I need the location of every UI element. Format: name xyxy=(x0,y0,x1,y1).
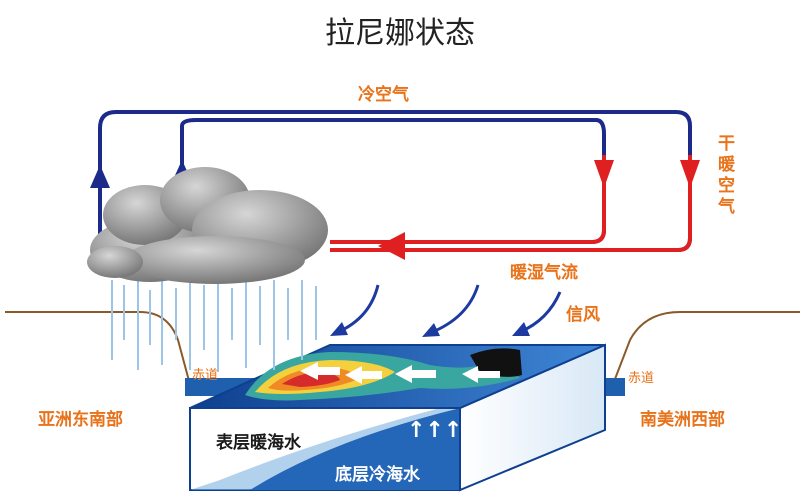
down-arrow-outer xyxy=(680,160,700,188)
dry-warm-air-label: 干暖空气 xyxy=(714,134,734,218)
west-arrow xyxy=(378,232,405,260)
deep-cold-water-area xyxy=(250,408,460,490)
atmospheric-circulation xyxy=(90,110,700,260)
up-arrow-left xyxy=(90,165,110,188)
west-south-america-label: 南美洲西部 xyxy=(640,410,725,430)
warm-moist-flow-label: 暖湿气流 xyxy=(510,263,578,283)
deep-cold-water-label: 底层冷海水 xyxy=(335,465,420,485)
southeast-asia-label: 亚洲东南部 xyxy=(38,410,123,430)
surface-current-arrows xyxy=(300,362,500,384)
diagram-title: 拉尼娜状态 xyxy=(325,16,475,51)
equator-label-right: 赤道 xyxy=(628,371,655,386)
storm-cloud xyxy=(87,167,328,284)
surface-warm-water-label: 表层暖海水 xyxy=(216,433,301,453)
upwelling-arrows: ↑↑↑ xyxy=(407,418,463,443)
equator-label-left: 赤道 xyxy=(192,368,219,383)
cold-air-label: 冷空气 xyxy=(358,85,409,105)
down-arrow-inner xyxy=(594,160,614,188)
trade-wind-label: 信风 xyxy=(566,305,600,325)
rain xyxy=(111,280,317,372)
trade-wind-arrows xyxy=(337,284,562,335)
